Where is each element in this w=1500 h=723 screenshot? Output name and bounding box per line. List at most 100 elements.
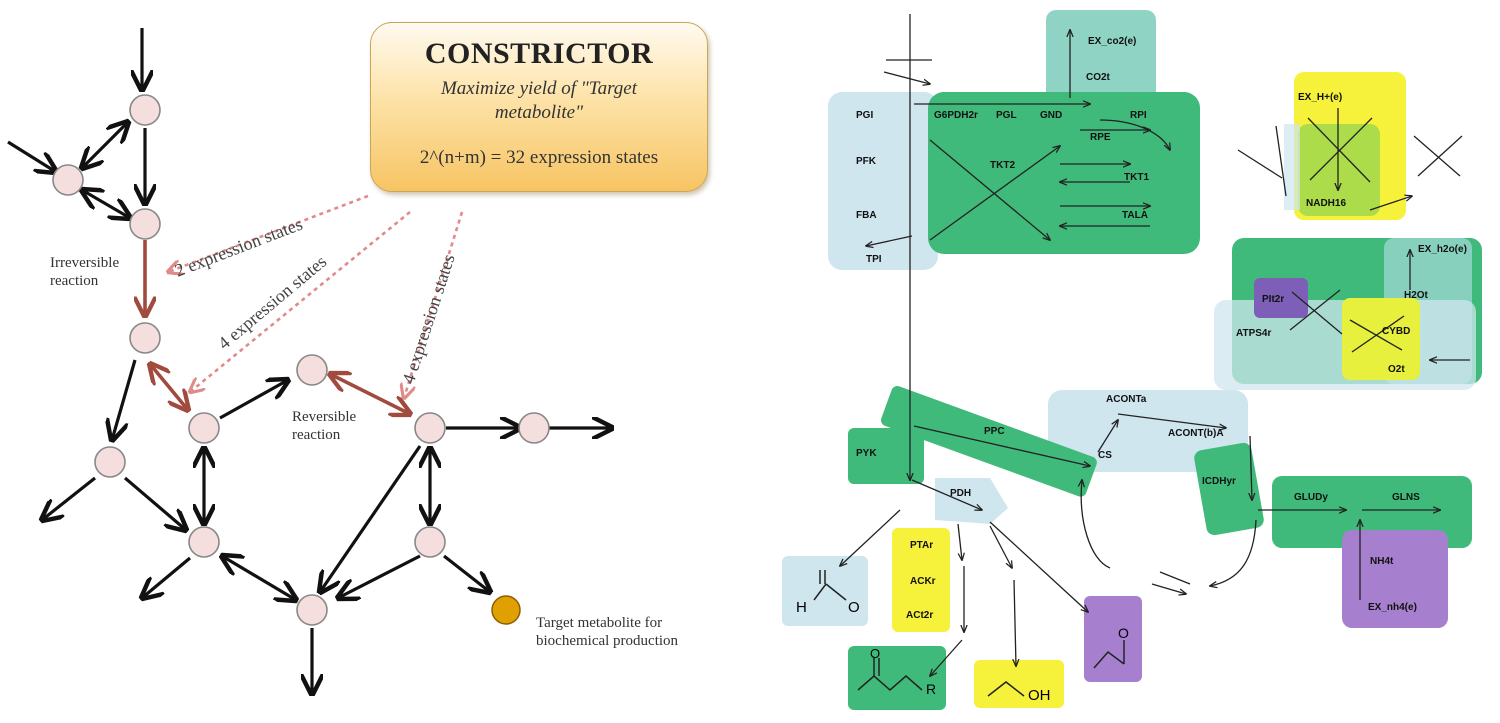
label-cybd: CYBD [1382, 326, 1410, 337]
nadh-cross-a [1275, 125, 1287, 197]
box-acetate-pathway [892, 528, 950, 632]
tpi-line [866, 235, 913, 246]
box-nadh16-green [1298, 124, 1380, 216]
formate-structure [813, 570, 847, 601]
q8-link [1369, 196, 1412, 211]
label-pfk: PFK [856, 156, 877, 167]
pointer-arrows [168, 194, 464, 398]
label-tkt2: TKT2 [990, 160, 1015, 171]
tca-lower-a [1210, 519, 1257, 586]
acont-line [1117, 413, 1226, 428]
node [129, 94, 161, 126]
tca-lower-b [1151, 571, 1190, 594]
tca-lower-c [1081, 480, 1111, 569]
edge-n7-out [142, 556, 192, 598]
box-nadh16-blue [1284, 124, 1300, 210]
pointer-4-states-b [404, 211, 464, 398]
node [129, 208, 161, 240]
tkt2-cross-a [929, 139, 1050, 240]
ester-r-group: R [926, 681, 936, 697]
label-rpe: RPE [1090, 132, 1111, 143]
edge-n7-n9 [222, 556, 296, 600]
constrictor-title: CONSTRICTOR [424, 37, 654, 70]
reaction-highlight-boxes [782, 10, 1482, 710]
label-tkt1: TKT1 [1124, 172, 1149, 183]
pfl-line [840, 509, 901, 566]
box-pit2r [1254, 278, 1308, 318]
pts-arrows [883, 59, 932, 84]
label-fba: FBA [856, 210, 877, 221]
box-nh4 [1342, 530, 1448, 628]
label-ppc: PPC [984, 426, 1005, 437]
label-tpi: TPI [866, 254, 882, 265]
etoh-line [1014, 579, 1016, 666]
node [414, 412, 446, 444]
box-formate [782, 556, 868, 626]
cs-line [1097, 420, 1118, 453]
label-gnd: GND [1040, 110, 1062, 121]
label-cs: CS [1098, 450, 1112, 461]
bond [857, 675, 923, 691]
edge-n12-target [443, 554, 490, 592]
label-reversible-reaction: Reversible reaction [292, 409, 357, 443]
ethanol-oh-group: OH [1028, 687, 1051, 704]
ester-line [930, 639, 963, 676]
edge-n4-n5 [112, 359, 137, 440]
ppc-line [913, 425, 1090, 466]
label-target-metabolite: Target metabolite for biochemical produc… [536, 615, 679, 649]
acetaldehyde-structure [1093, 650, 1125, 669]
label-tala: TALA [1122, 210, 1148, 221]
node [52, 164, 84, 196]
accoa-etoh-line [989, 525, 1012, 568]
label-g6pdh2r: G6PDH2r [934, 110, 978, 121]
label-glns: GLNS [1392, 492, 1420, 503]
label-rpi: RPI [1130, 110, 1147, 121]
formate-o-atom: O [848, 599, 860, 616]
reversible-edge-b [330, 374, 410, 414]
box-co2-exchange [1046, 10, 1156, 100]
q8-cross-a [1413, 135, 1461, 177]
network-edges [7, 28, 612, 694]
atps-cross-b [1291, 291, 1343, 335]
formate-h-atom: H [796, 599, 807, 616]
node [188, 526, 220, 558]
cybd-cross-b [1351, 315, 1405, 353]
label-irreversible-reaction: Irreversible reaction [50, 255, 120, 289]
bond [825, 583, 847, 601]
reaction-labels: EX_co2(e) CO2t G6PDH2r PGL GND RPI RPE T… [856, 36, 1467, 621]
label-nh4t: NH4t [1370, 556, 1394, 567]
ester-o-atom: O [870, 646, 880, 661]
reversible-edge-a [150, 364, 188, 410]
acetaldehyde-o-atom: O [1118, 625, 1129, 641]
edge-n2-n3 [82, 190, 130, 218]
nadh-cross-d [1309, 117, 1373, 181]
node [188, 412, 220, 444]
box-pyk [848, 428, 924, 484]
box-glycolysis-upper [828, 92, 938, 270]
label-pyk: PYK [856, 448, 877, 459]
box-pdh [935, 478, 1008, 524]
label-ex-h2oe: EX_h2o(e) [1418, 244, 1467, 255]
label-ex-co2e: EX_co2(e) [1088, 36, 1136, 47]
edge-n6-n8 [219, 380, 288, 420]
tkt2-cross-b [929, 146, 1060, 241]
bond [813, 583, 827, 601]
ester-structure [857, 658, 923, 691]
nadh-cross-b [1237, 149, 1283, 179]
box-ppc [881, 386, 1097, 497]
label-gludy: GLUDy [1294, 492, 1328, 503]
atps-cross-a [1289, 289, 1341, 331]
rpi-curve [1099, 119, 1170, 150]
edge-input-left [7, 140, 56, 172]
node [414, 526, 446, 558]
label-acontB: ACONT(b)A [1168, 428, 1224, 439]
node [129, 322, 161, 354]
label-pgl: PGL [996, 110, 1017, 121]
reaction-network-diagram [7, 28, 760, 723]
constrictor-subtitle: Maximize yield of "Target metabolite" [440, 78, 638, 123]
ethanol-structure [987, 681, 1025, 697]
label-o2t: O2t [1388, 364, 1405, 375]
node [296, 594, 328, 626]
label-ex-nh4e: EX_nh4(e) [1368, 602, 1417, 613]
